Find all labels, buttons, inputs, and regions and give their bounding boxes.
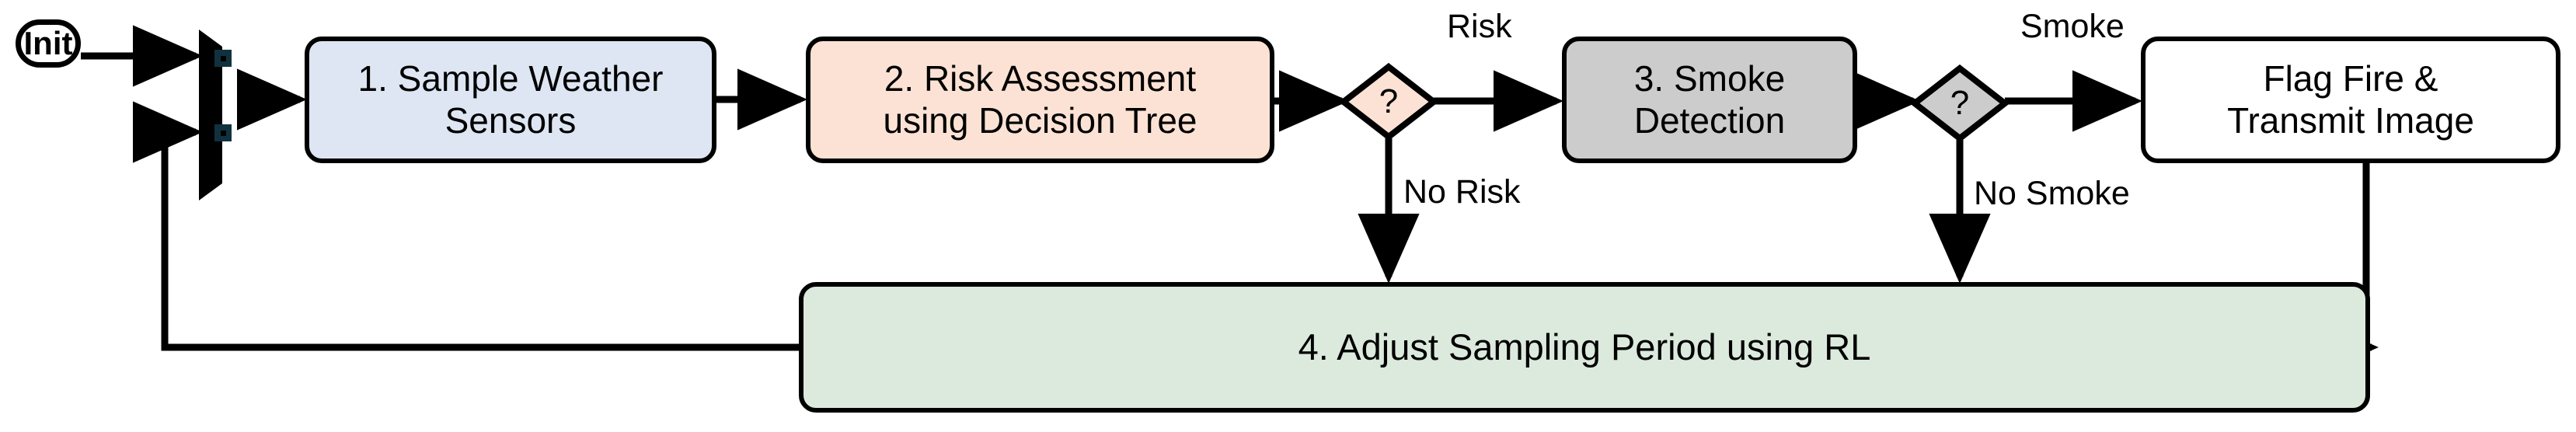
node-sample-weather-sensors[interactable]: 1. Sample Weather Sensors: [305, 37, 716, 163]
mux-input-port-1-hole: [221, 56, 226, 61]
node-smoke-detection[interactable]: 3. Smoke Detection: [1562, 37, 1857, 163]
risk-decision-diamond: [1338, 62, 1439, 141]
mux-input-port-2-hole: [221, 131, 226, 136]
edge-label-no-risk: No Risk: [1403, 173, 1521, 211]
edge-label-no-smoke: No Smoke: [1974, 175, 2130, 212]
edge-step4-to-mux: [133, 101, 799, 351]
node-risk-assessment[interactable]: 2. Risk Assessment using Decision Tree: [806, 37, 1274, 163]
smoke-decision-diamond: [1909, 64, 2010, 143]
mux-body: [199, 30, 222, 200]
node-init[interactable]: Init: [16, 19, 81, 68]
node-adjust-sampling-period[interactable]: 4. Adjust Sampling Period using RL: [799, 282, 2370, 413]
edge-label-risk: Risk: [1447, 8, 1512, 45]
node-flag-fire-transmit-image[interactable]: Flag Fire & Transmit Image: [2141, 37, 2560, 163]
edge-label-smoke: Smoke: [2020, 8, 2125, 45]
node-risk-decision[interactable]: ?: [1338, 62, 1439, 141]
node-multiplexer[interactable]: [199, 30, 239, 200]
node-smoke-decision[interactable]: ?: [1909, 64, 2010, 143]
